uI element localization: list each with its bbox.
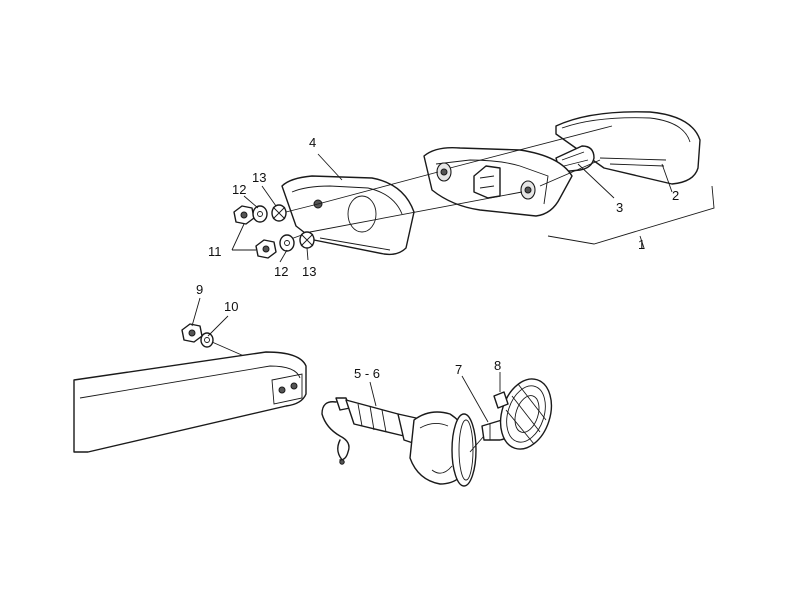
fasteners-lower-row <box>255 231 315 259</box>
callout-10: 10 <box>224 299 238 314</box>
callout-3: 3 <box>616 200 623 215</box>
part-reflector-4 <box>281 175 415 256</box>
part-mounting-bar <box>73 351 307 453</box>
callout-leaders <box>191 153 673 423</box>
callout-12-upper: 12 <box>232 182 246 197</box>
callout-13-lower: 13 <box>302 264 316 279</box>
nut-and-washer-9-10 <box>181 323 245 357</box>
callout-7: 7 <box>455 362 462 377</box>
callout-13-upper: 13 <box>252 170 266 185</box>
callout-2: 2 <box>672 188 679 203</box>
callout-1: 1 <box>638 237 645 252</box>
assembly-bracket-1 <box>547 185 715 249</box>
part-lens-cover <box>555 111 701 185</box>
callout-4: 4 <box>309 135 316 150</box>
fasteners-upper-row <box>233 204 287 225</box>
part-bulb-3 <box>555 145 595 173</box>
callout-5-6: 5 - 6 <box>354 366 380 381</box>
callout-8: 8 <box>494 358 501 373</box>
callout-12-lower: 12 <box>274 264 288 279</box>
part-lens-8 <box>493 378 553 450</box>
callout-labels: 1 2 3 4 5 - 6 7 8 9 10 11 12 12 13 13 <box>196 135 679 381</box>
callout-9: 9 <box>196 282 203 297</box>
callout-11: 11 <box>208 244 222 259</box>
part-indicator-5-6 <box>321 397 485 487</box>
